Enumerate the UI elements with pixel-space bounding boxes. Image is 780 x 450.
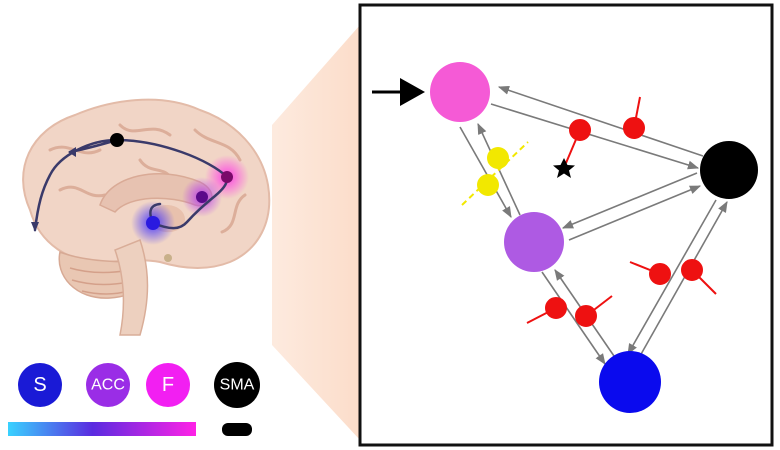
- yellow-marker-upper: [487, 147, 509, 169]
- edge-sma-to-acc: [561, 172, 698, 229]
- legend-item-sma: SMA: [214, 362, 260, 408]
- legend-gradient-bar: [8, 422, 196, 436]
- edge-acc-to-striatum: [541, 271, 606, 365]
- legend-item-f: F: [146, 363, 190, 407]
- brainstem: [114, 239, 149, 336]
- legend-item-s: S: [18, 363, 62, 407]
- red-marker-acc-striatum-right: [575, 305, 597, 327]
- edge-sma-to-striatum: [627, 199, 717, 355]
- zoom-wedge: [272, 25, 360, 440]
- red-marker-top: [623, 117, 645, 139]
- edge-frontal-to-sma: [490, 103, 700, 170]
- network-panel: [358, 3, 774, 447]
- legend-swatch-sma: [214, 362, 260, 408]
- yellow-dashed-line: [461, 141, 529, 206]
- node-striatum: [599, 351, 661, 413]
- brain-hotspot-frontal: [221, 171, 233, 183]
- star-icon: [553, 158, 575, 178]
- brain-hotspot-acc: [196, 191, 208, 203]
- brain-illustration: [22, 98, 271, 336]
- legend-swatch-acc: [86, 363, 130, 407]
- edge-sma-to-frontal: [497, 85, 704, 157]
- pituitary: [164, 254, 172, 262]
- edge-striatum-to-sma: [639, 201, 728, 357]
- legend-label-f: F: [162, 374, 174, 396]
- legend-label-s: S: [33, 374, 46, 396]
- brain-hotspot-sma: [110, 133, 124, 147]
- legend-swatch-f: [146, 363, 190, 407]
- yellow-marker-lower: [477, 174, 499, 196]
- legend-item-acc: ACC: [86, 363, 130, 407]
- network-frame: [358, 3, 774, 447]
- yellow-markers: [461, 141, 529, 206]
- node-frontal: [430, 62, 490, 122]
- red-marker-star: [569, 119, 591, 141]
- legend-swatch-s: [18, 363, 62, 407]
- red-markers: [526, 96, 717, 327]
- brain-hotspot-striatum: [146, 216, 160, 230]
- edge-acc-to-sma: [568, 185, 702, 241]
- legend-label-sma: SMA: [220, 377, 255, 394]
- pathway-arrow-head-1: [31, 222, 39, 232]
- red-marker-sma-striatum-right: [681, 259, 703, 281]
- pathway-arrow-head-2: [68, 147, 76, 157]
- red-marker-acc-striatum-left: [545, 297, 567, 319]
- edge-frontal-to-acc: [459, 126, 512, 218]
- legend-black-bar: [222, 423, 252, 436]
- legend-label-acc: ACC: [91, 377, 125, 394]
- node-sma: [700, 141, 758, 199]
- node-acc: [504, 212, 564, 272]
- input-arrow-head: [400, 78, 425, 106]
- red-marker-sma-striatum-left: [649, 263, 671, 285]
- legend: S ACC F SMA: [8, 362, 260, 436]
